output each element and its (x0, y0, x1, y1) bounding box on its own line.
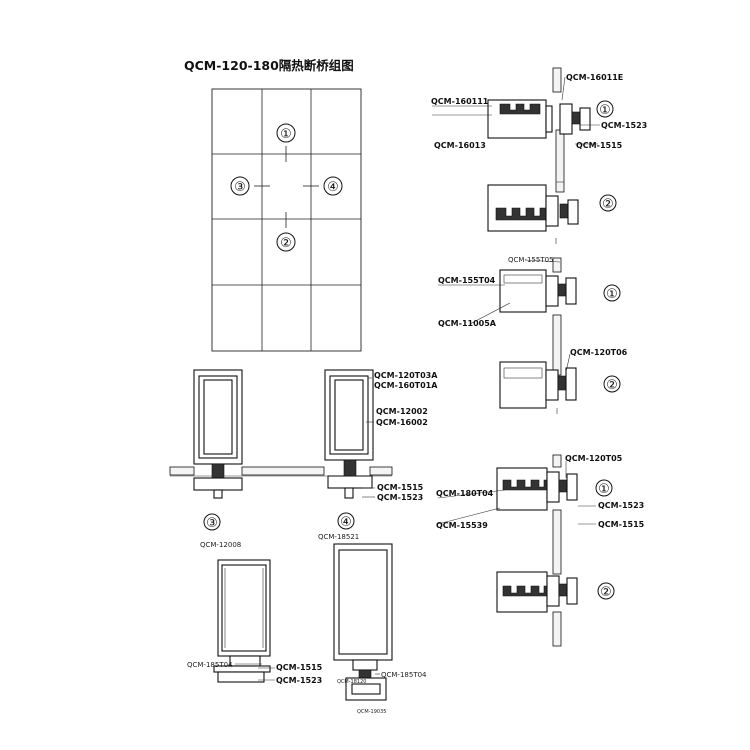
hsec-num-4: ④ (340, 515, 352, 530)
sublabel-18521: QCM-18521 (318, 533, 359, 541)
section-1-num-2: ② (602, 197, 614, 212)
label-11005a: QCM-11005A (438, 319, 497, 328)
label-18120: QCM-18120 (337, 679, 366, 685)
label-160t01a: QCM-160T01A (374, 381, 438, 390)
profile-bottom-right: QCM-185T04 QCM-18120 QCM-19035 (333, 543, 427, 715)
marker-4: ④ (327, 180, 339, 195)
section-3-num-2: ② (600, 585, 612, 600)
label-1523-d: QCM-1523 (276, 676, 322, 685)
section-3-num-1: ① (598, 482, 610, 497)
label-16002: QCM-16002 (376, 418, 428, 427)
vertical-section-2: QCM-155T05 QCM-155T04 QCM-11005A QCM-120… (438, 256, 628, 414)
label-1515-b: QCM-1515 (598, 520, 645, 529)
label-1515-c: QCM-1515 (377, 483, 424, 492)
label-1523-b: QCM-1523 (598, 501, 644, 510)
label-120t05: QCM-120T05 (565, 454, 623, 463)
section-1-num-1: ① (599, 103, 611, 118)
elevation-grid: ① ② ③ ④ (211, 88, 362, 352)
label-1515: QCM-1515 (576, 141, 623, 150)
hsec-num-3: ③ (206, 516, 218, 531)
label-120t03a: QCM-120T03A (374, 371, 438, 380)
label-16011e: QCM-16011E (566, 73, 623, 82)
section-2-num-2: ② (606, 378, 618, 393)
marker-1: ① (280, 127, 292, 142)
label-1515-d: QCM-1515 (276, 663, 323, 672)
vertical-section-1: QCM-16011E QCM-160111 QCM-16013 QCM-1523… (431, 67, 647, 244)
horizontal-sections: QCM-120T03A QCM-160T01A QCM-12002 QCM-16… (169, 369, 438, 549)
label-155t04: QCM-155T04 (438, 276, 496, 285)
marker-3: ③ (234, 180, 246, 195)
label-155t05: QCM-155T05 (508, 256, 554, 264)
label-1523: QCM-1523 (601, 121, 647, 130)
drawing-title: QCM-120-180隔热断桥组图 (184, 58, 354, 73)
label-15539: QCM-15539 (436, 521, 488, 530)
profile-bottom-left: QCM-185T04 QCM-1515 QCM-1523 (187, 559, 323, 685)
label-19035: QCM-19035 (357, 709, 386, 715)
label-12002: QCM-12002 (376, 407, 428, 416)
label-16013: QCM-16013 (434, 141, 486, 150)
label-160111: QCM-160111 (431, 97, 489, 106)
label-1523-c: QCM-1523 (377, 493, 423, 502)
label-180t04: QCM-180T04 (436, 489, 494, 498)
section-2-num-1: ① (606, 287, 618, 302)
label-120t06: QCM-120T06 (570, 348, 628, 357)
vertical-section-3: QCM-120T05 QCM-180T04 QCM-15539 QCM-1523… (436, 454, 645, 647)
label-185t04-b: QCM-185T04 (381, 671, 427, 679)
marker-2: ② (280, 236, 292, 251)
sublabel-12008: QCM-12008 (200, 541, 241, 549)
label-185t04-a: QCM-185T04 (187, 661, 233, 669)
